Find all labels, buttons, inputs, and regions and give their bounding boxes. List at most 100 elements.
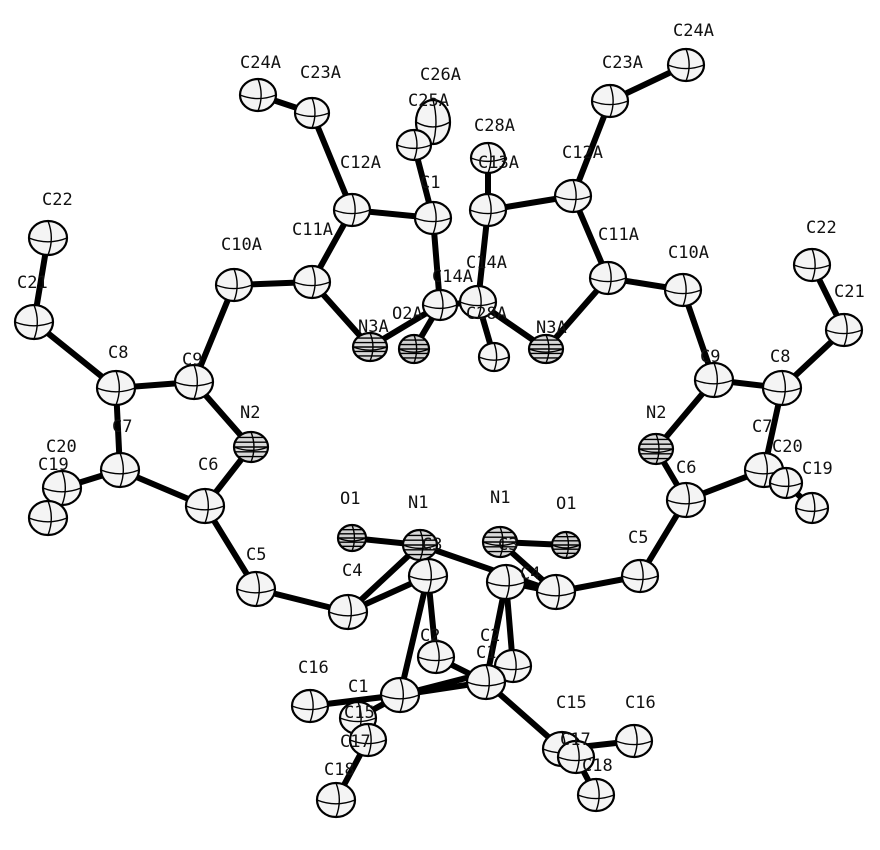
atom-label-c20-r: C20	[772, 437, 803, 457]
atom-c14a-r	[458, 284, 498, 320]
ellipsoid-axis	[352, 346, 388, 351]
ellipsoid-axis	[311, 265, 316, 299]
ellipsoid-axis	[337, 537, 367, 542]
ellipsoid-axis	[255, 571, 261, 607]
ellipsoid-axis	[28, 517, 68, 523]
ellipsoid-axis	[554, 195, 592, 201]
ellipsoid-axis	[512, 649, 517, 683]
atom-ellipsoid	[407, 557, 449, 595]
atom-label-c8-r: C8	[770, 347, 790, 367]
ellipsoid-axis	[96, 387, 136, 393]
ellipsoid-axis	[477, 285, 482, 319]
ellipsoid-axis	[47, 220, 53, 256]
ellipsoid-axis	[478, 356, 510, 361]
atom-ellipsoid	[379, 676, 421, 714]
ellipsoid-axis	[351, 193, 356, 227]
atom-c8-l	[95, 369, 137, 407]
ellipsoid-axis	[470, 157, 506, 163]
atom-label-c7-l: C7	[112, 417, 132, 437]
ellipsoid-axis	[291, 705, 329, 711]
ellipsoid-axis	[427, 558, 433, 594]
ellipsoid-axis	[399, 677, 405, 713]
atom-label-o1-l: O1	[340, 489, 360, 509]
atom-label-c16-r: C16	[625, 693, 656, 713]
ellipsoid-axis	[811, 248, 816, 282]
atom-c9-r	[693, 361, 735, 399]
atom-c5-l	[235, 570, 277, 608]
ellipsoid-axis	[485, 664, 491, 700]
ellipsoid-axis	[685, 48, 690, 82]
atom-label-c3-l: C3	[422, 535, 442, 555]
atom-ellipsoid	[395, 128, 433, 162]
atom-label-n1-r: N1	[490, 488, 510, 508]
bond-c3_l-c1_l	[397, 573, 431, 698]
atom-label-c21-l: C21	[17, 273, 48, 293]
ellipsoid-axis	[311, 97, 316, 129]
ellipsoid-axis	[432, 99, 437, 145]
atom-c12a-l	[332, 192, 372, 228]
ellipsoid-axis	[811, 492, 816, 524]
atom-label-c23a-l: C23A	[300, 63, 341, 83]
atom-label-c28a-top: C28A	[474, 116, 515, 136]
atom-c6-r	[665, 481, 707, 519]
atom-label-c6-r: C6	[676, 458, 696, 478]
ellipsoid-axis	[328, 611, 368, 617]
atom-c23a-l	[293, 96, 331, 130]
atom-ellipsoid	[413, 200, 453, 236]
atom-ellipsoid	[41, 469, 83, 507]
atom-label-c24a-l: C24A	[240, 53, 281, 73]
ellipsoid-axis	[621, 575, 659, 581]
atom-ellipsoid	[95, 369, 137, 407]
atom-c24a-l	[238, 77, 278, 113]
ellipsoid-axis	[682, 273, 687, 307]
atom-label-c11a-r: C11A	[598, 225, 639, 245]
ellipsoid-axis	[204, 488, 210, 524]
atom-ellipsoid	[693, 361, 735, 399]
ellipsoid-axis	[609, 84, 614, 118]
atom-c13a-r	[468, 192, 508, 228]
ellipsoid-axis	[335, 782, 341, 818]
atom-label-c12a-l: C12A	[340, 153, 381, 173]
atom-ellipsoid	[553, 178, 593, 214]
atom-c28a-top	[469, 141, 507, 175]
atom-label-c17-l: C17	[340, 732, 371, 752]
atom-label-c18-r: C18	[582, 756, 613, 776]
atom-ellipsoid	[13, 303, 55, 341]
atom-label-c22-r: C22	[806, 218, 837, 238]
ellipsoid-axis	[14, 321, 54, 327]
ellipsoid-axis	[494, 665, 532, 671]
ellipsoid-axis	[667, 64, 705, 70]
atom-c21-r	[824, 312, 864, 348]
ellipsoid-axis	[487, 142, 492, 174]
atom-ellipsoid	[614, 723, 654, 759]
ellipsoid-axis	[664, 289, 702, 295]
ellipsoid-axis	[294, 112, 330, 118]
atom-c2-l	[416, 639, 456, 675]
ellipsoid-axis	[115, 370, 121, 406]
ellipsoid-axis	[414, 217, 452, 223]
ellipsoid-axis	[666, 499, 706, 505]
atom-ellipsoid	[588, 260, 628, 296]
atom-ellipsoid	[824, 312, 864, 348]
ellipsoid-axis	[713, 362, 719, 398]
atom-ellipsoid	[173, 363, 215, 401]
atom-label-c9-r: C9	[700, 347, 720, 367]
atom-label-c14a-r: C14A	[466, 253, 507, 273]
ellipsoid-axis	[639, 559, 644, 593]
ellipsoid-axis	[589, 277, 627, 283]
atom-label-c13a-r: C13A	[478, 153, 519, 173]
ellipsoid-axis	[193, 364, 199, 400]
atom-c7-l	[99, 451, 141, 489]
ellipsoid-axis	[769, 482, 803, 488]
ellipsoid-axis	[615, 740, 653, 746]
ellipsoid-axis	[694, 379, 734, 385]
ellipsoid-axis	[333, 209, 371, 215]
atom-label-c15-l: C15	[344, 703, 375, 723]
atom-label-c13a-l: C1	[420, 173, 440, 193]
ellipsoid-axis	[487, 193, 492, 227]
ellipsoid-axis	[309, 689, 314, 723]
ellipsoid-axis	[572, 179, 577, 213]
atom-c19-l	[27, 499, 69, 537]
atom-c20-l	[41, 469, 83, 507]
atom-c20-r	[768, 466, 804, 500]
